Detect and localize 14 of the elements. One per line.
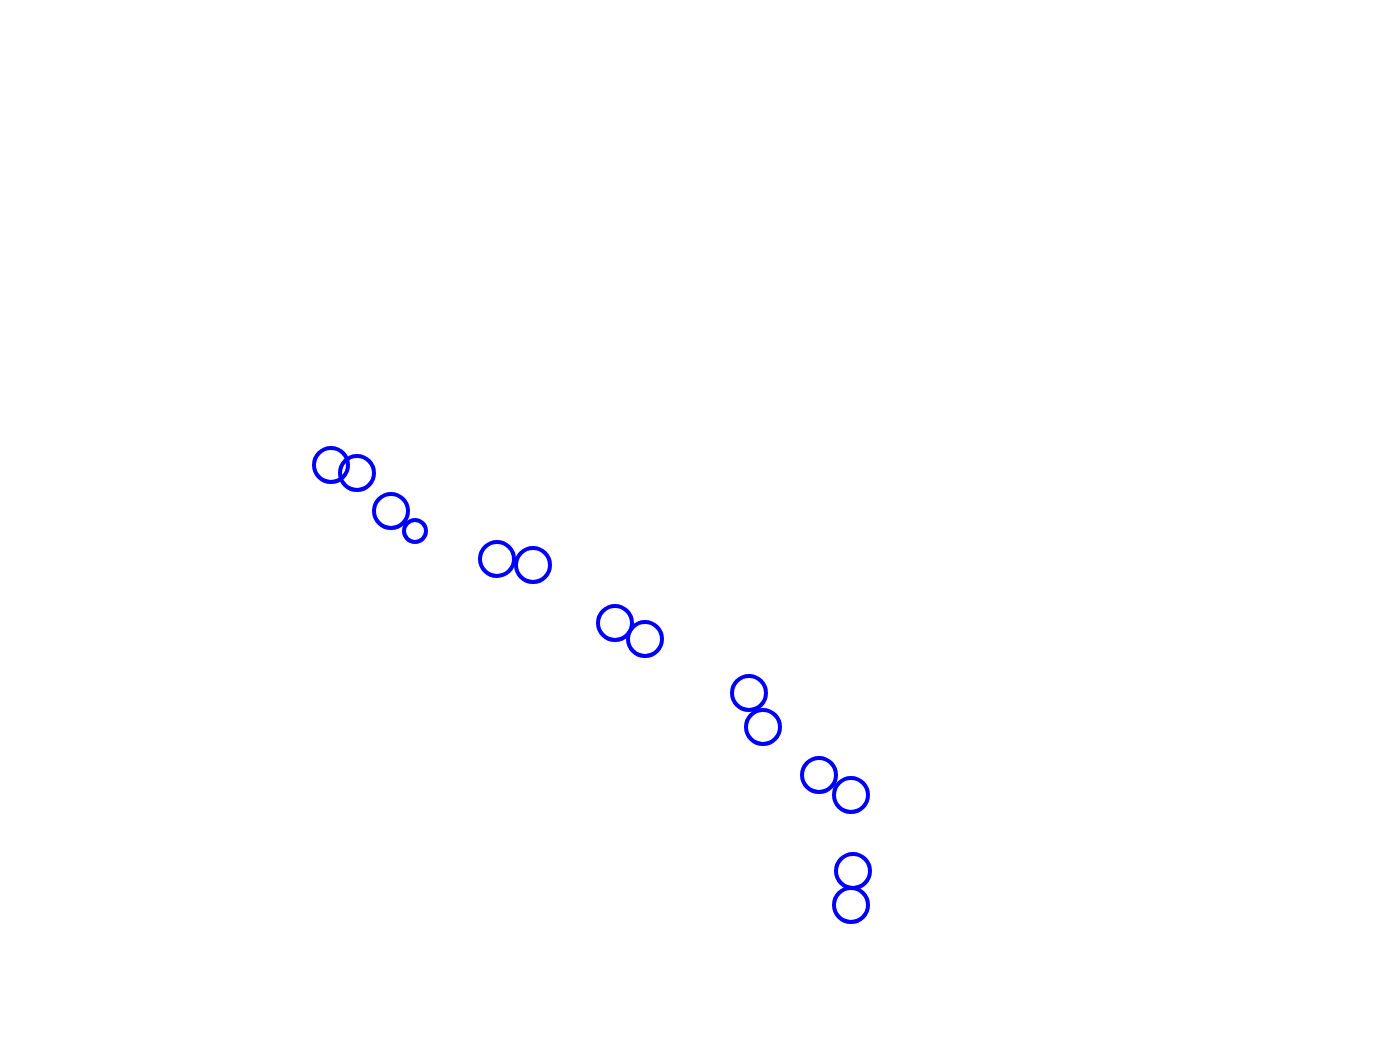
ring-marker [799,755,837,793]
ring-marker [831,885,869,923]
ring-marker [595,603,633,641]
ring-marker [311,445,349,483]
ring-marker [625,619,663,657]
ring-marker [513,545,551,583]
ring-marker [831,775,869,813]
ring-marker [337,453,375,491]
ring-marker [833,851,871,889]
ring-marker [371,491,409,529]
ring-marker [401,517,427,543]
ring-marker [729,673,767,711]
ring-marker [743,707,781,745]
ring-marker [477,539,515,577]
